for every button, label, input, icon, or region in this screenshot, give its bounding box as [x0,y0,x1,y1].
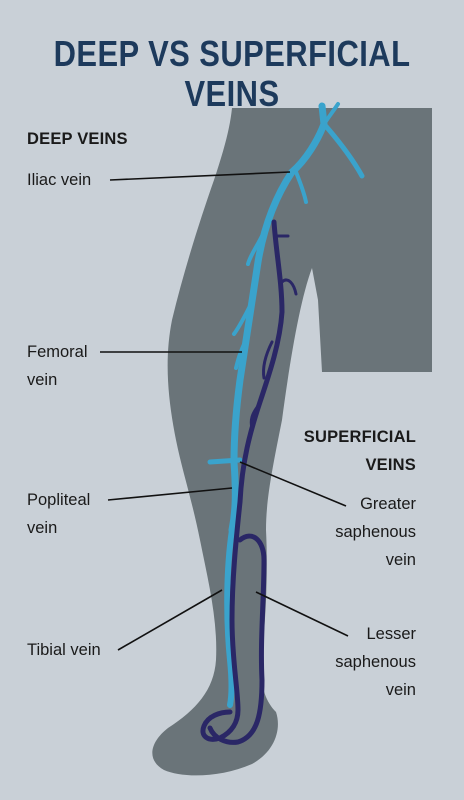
label-lesser-saphenous-vein: Lesser saphenous vein [335,620,416,704]
label-femoral-vein: Femoral vein [27,338,88,394]
popliteal-label-line-2: vein [27,519,58,537]
deep-femoral-branch-3 [234,338,248,370]
deep-vein-system [207,102,365,708]
leader-greater-saphenous [239,461,347,507]
femoral-label-line-1: Femoral [27,343,88,361]
iliac-branch-right [321,121,365,179]
deep-femoral-branch-2 [232,300,254,336]
leader-tibial [117,589,223,651]
superficial-veins-heading: SUPERFICIAL VEINS [304,423,416,479]
superficial-heading-line-1: SUPERFICIAL [303,428,416,446]
iliac-label-line-1: Iliac vein [27,171,92,189]
femoral-label-line-2: vein [27,371,58,389]
femoral-vein [230,168,296,466]
lesser-saphenous-line-3: vein [385,681,416,699]
leg-silhouette [152,108,432,776]
iliac-branch-left [322,102,340,126]
diagram-title: DEEP VS SUPERFICIAL VEINS [53,33,411,114]
superficial-vein-system [200,219,298,745]
popliteal-crossbar [207,457,243,465]
greater-saphenous-line-2: saphenous [335,523,416,541]
gs-tributary-4 [249,404,260,430]
label-popliteal-vein: Popliteal vein [27,486,90,542]
popliteal-vein [228,458,239,534]
label-iliac-vein: Iliac vein [27,166,91,194]
lesser-saphenous-line-1: Lesser [366,625,416,643]
popliteal-label-line-1: Popliteal [27,491,91,509]
deep-femoral-branch-1 [246,234,264,266]
lesser-saphenous-vein [207,533,267,745]
superficial-heading-line-2: VEINS [365,456,416,474]
tibial-vein [224,527,235,708]
leader-lines [100,171,349,651]
label-greater-saphenous-vein: Greater saphenous vein [335,490,416,574]
tibial-label-line-1: Tibial vein [27,641,101,659]
lesser-saphenous-line-2: saphenous [335,653,416,671]
label-tibial-vein: Tibial vein [27,636,101,664]
greater-saphenous-vein [200,219,285,742]
leader-lesser-saphenous [255,591,349,637]
leader-iliac [109,171,291,181]
gs-tributary-2 [262,340,274,380]
leader-popliteal [107,487,233,501]
deep-veins-heading: DEEP VEINS [27,130,128,148]
external-iliac-branch [294,170,308,204]
greater-saphenous-line-3: vein [385,551,416,569]
gs-tributary-1 [280,278,298,296]
greater-saphenous-line-1: Greater [360,495,416,513]
